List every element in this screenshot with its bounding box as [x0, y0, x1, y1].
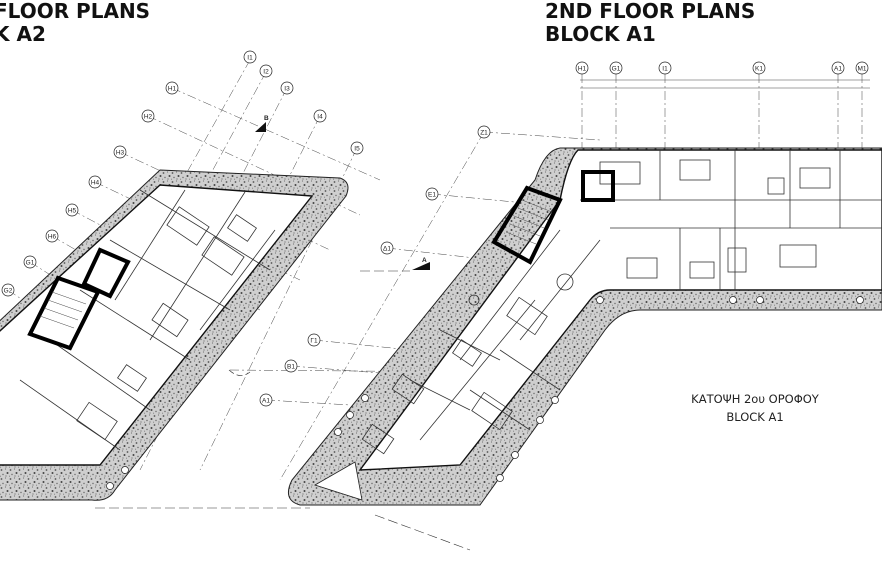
block-a2-grid-bubbles	[1, 50, 364, 297]
section-mark-b: B	[255, 115, 269, 132]
grid-label: I1	[662, 66, 668, 73]
left-sheet-title: FLOOR PLANS K A2	[0, 0, 150, 46]
grid-label: E1	[428, 192, 436, 199]
grid-label: H6	[48, 234, 57, 241]
landscape-trees	[106, 296, 864, 490]
grid-label: Γ1	[310, 338, 318, 345]
grid-label: H5	[68, 208, 77, 215]
section-label-b: B	[264, 115, 269, 122]
plan-caption: ΚΑΤΟΨΗ 2ου ΟΡΟΦΟΥ BLOCK A1	[660, 390, 850, 426]
plan-caption-block: BLOCK A1	[726, 410, 784, 424]
grid-label: H3	[116, 150, 125, 157]
grid-label: H1	[578, 66, 587, 73]
grid-label: B1	[287, 364, 295, 371]
left-sheet-title-line2: K A2	[0, 22, 46, 46]
right-sheet-title: 2ND FLOOR PLANS BLOCK A1	[545, 0, 755, 46]
block-a1-stair-core	[491, 170, 615, 265]
grid-label: I5	[354, 146, 360, 153]
grid-label: I1	[247, 55, 253, 62]
section-mark-a: A	[360, 257, 430, 272]
block-a1-top-bubbles	[575, 61, 869, 75]
right-sheet-title-line1: 2ND FLOOR PLANS	[545, 0, 756, 23]
grid-label: G1	[612, 66, 621, 73]
section-label-a: A	[422, 257, 427, 264]
grid-label: Z1	[480, 130, 488, 137]
block-a1-diagonal-grid	[229, 131, 601, 481]
grid-label: G2	[4, 288, 13, 295]
grid-label: H1	[168, 86, 177, 93]
grid-label: H4	[91, 180, 100, 187]
grid-label: K1	[755, 66, 763, 73]
grid-label: Δ1	[383, 246, 391, 253]
grid-label: A1	[262, 398, 270, 405]
grid-label: G1	[26, 260, 35, 267]
block-a2-stair-core	[27, 247, 131, 351]
left-sheet-title-line1: FLOOR PLANS	[0, 0, 151, 23]
block-a1-vertical-grid	[581, 74, 863, 150]
grid-label: H2	[144, 114, 153, 121]
block-a2-footprint	[0, 184, 314, 466]
block-a1-plan: H1 G1 I1 K1 A1 M1 Z1 E1 Δ1 Γ1 B1	[106, 61, 882, 551]
right-sheet-title-line2: BLOCK A1	[545, 22, 656, 46]
block-a1-footprint	[358, 149, 882, 471]
grid-label: I4	[317, 114, 323, 121]
block-a1-rooms	[361, 150, 882, 455]
block-a2-plan: I1 I2 I3 I4 I5 H1 H2 H3 H4 H5 H6 G1 G2	[0, 50, 381, 509]
grid-label: I2	[263, 69, 269, 76]
grid-label: I3	[284, 86, 290, 93]
block-a1-diag-bubbles	[259, 125, 491, 407]
plan-caption-greek: ΚΑΤΟΨΗ 2ου ΟΡΟΦΟΥ	[691, 392, 819, 406]
grid-label: M1	[857, 66, 866, 73]
block-a1-dimension-line	[580, 79, 870, 89]
block-a2-rooms	[19, 189, 276, 451]
planter-island	[314, 461, 363, 501]
grid-label: A1	[834, 66, 842, 73]
